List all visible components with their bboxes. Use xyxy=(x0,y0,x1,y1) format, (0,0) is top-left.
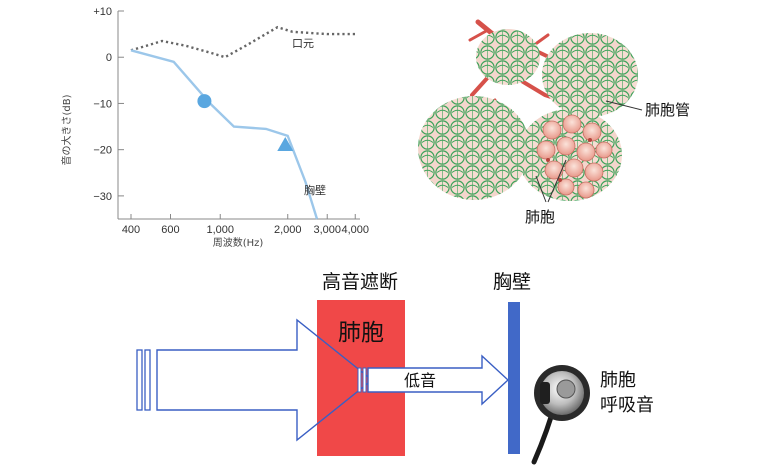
x-tick-label: 4,000 xyxy=(341,224,369,236)
breath-sound-label-line2: 呼吸音 xyxy=(600,395,654,416)
breath-sound-label-line1: 肺胞 xyxy=(600,370,636,391)
marker-triangle xyxy=(277,137,294,152)
alveolar-duct-label: 肺胞管 xyxy=(645,101,690,119)
x-tick-label: 600 xyxy=(161,224,179,236)
sound-source-bar-2 xyxy=(144,349,151,411)
x-tick-label: 1,000 xyxy=(206,224,234,236)
alveolus-cluster-upper xyxy=(476,29,540,85)
alveolus-leader-line-1 xyxy=(547,159,567,203)
x-tick-label: 400 xyxy=(122,224,140,236)
series-label-chest-wall: 胸壁 xyxy=(304,183,326,197)
series-line-chest-wall xyxy=(130,49,319,220)
y-axis-title: 音の大きさ(dB) xyxy=(60,94,73,165)
low-sound-label: 低音 xyxy=(404,371,436,390)
marker-circle xyxy=(197,94,212,109)
alveolus-cluster-right xyxy=(542,33,638,117)
filtered-bar-1 xyxy=(357,367,362,393)
series-label-mouth: 口元 xyxy=(292,37,314,50)
filtered-bar-2 xyxy=(362,367,367,393)
filter-box-label: 肺胞 xyxy=(338,320,384,346)
y-tick-label: −30 xyxy=(93,191,112,203)
x-axis-title: 周波数(Hz) xyxy=(213,236,264,249)
alveolus-cross-section xyxy=(536,114,613,199)
y-tick-label: 0 xyxy=(106,52,112,64)
alveoli-illustration: 肺胞管 肺胞 xyxy=(418,19,690,226)
y-ticks: +10 0 −10 −20 −30 xyxy=(93,6,124,203)
low-frequency-arrow xyxy=(367,354,510,406)
high-frequency-cutoff-label: 高音遮断 xyxy=(322,271,398,293)
series-line-mouth xyxy=(130,25,356,59)
y-tick-label: +10 xyxy=(93,6,112,18)
chest-wall-bar xyxy=(508,302,520,454)
x-tick-label: 2,000 xyxy=(274,224,302,236)
sound-filter-diagram: 高音遮断 肺胞 胸壁 低音 肺胞 呼吸音 xyxy=(136,271,654,465)
stethoscope-icon xyxy=(531,365,590,465)
sound-source-bar-1 xyxy=(136,349,143,411)
alveolus-leader-line-2 xyxy=(535,175,547,203)
series-markers xyxy=(197,94,294,152)
x-tick-label: 3,000 xyxy=(313,224,341,236)
duct-leader-line xyxy=(605,100,643,111)
alveolus-cluster-left xyxy=(418,96,530,200)
alveolus-label: 肺胞 xyxy=(525,208,555,226)
chest-wall-label: 胸壁 xyxy=(493,271,531,293)
incoming-sound-arrow xyxy=(156,318,374,442)
y-tick-label: −20 xyxy=(93,145,112,157)
y-tick-label: −10 xyxy=(93,98,112,110)
